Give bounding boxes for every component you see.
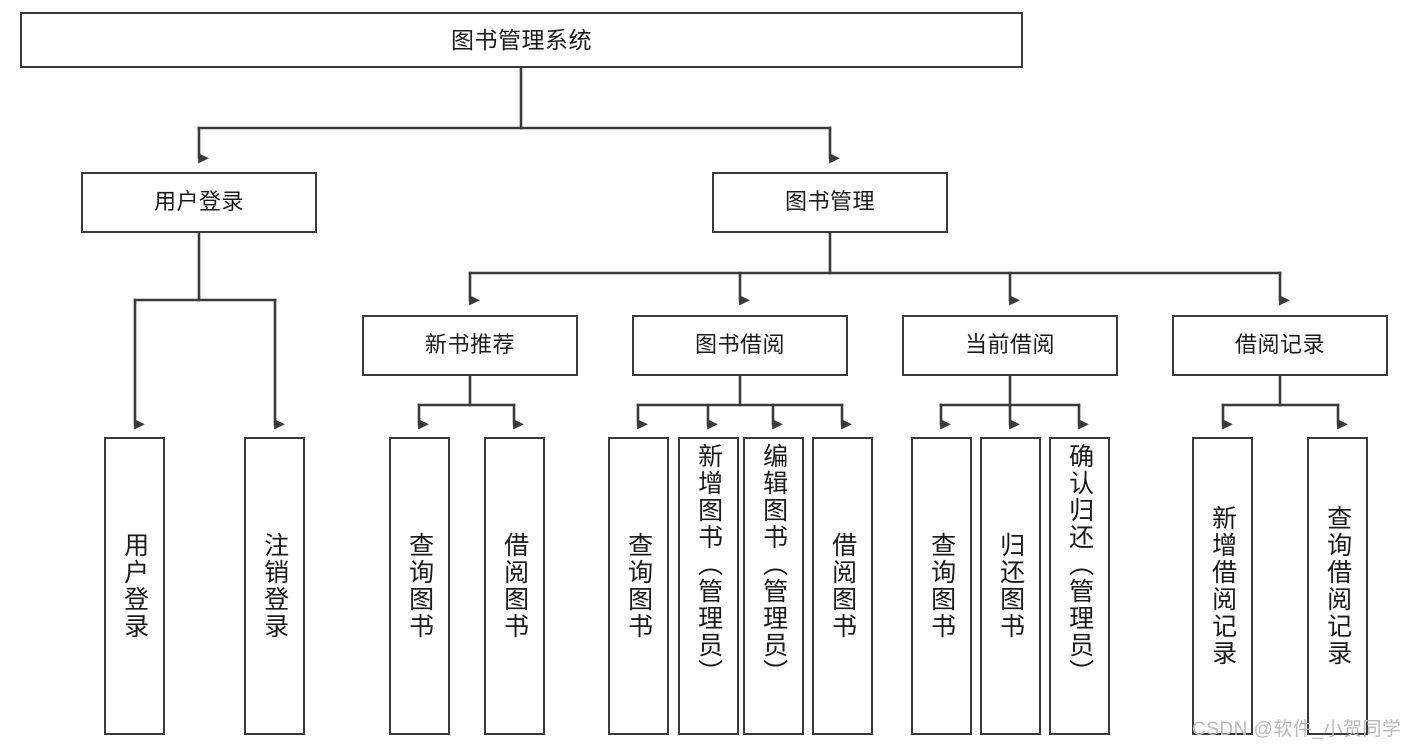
leaf-add-borrow-record[interactable]: 新增借阅记录: [1192, 437, 1253, 735]
leaf-return-book[interactable]: 归还图书: [980, 437, 1041, 735]
node-label: 借阅记录: [1234, 332, 1325, 358]
leaf-add-book-admin[interactable]: 新增图书（管理员）: [678, 437, 739, 735]
leaf-logout[interactable]: 注销登录: [244, 437, 305, 735]
node-label: 查询借阅记录: [1323, 505, 1352, 667]
node-borrow-record[interactable]: 借阅记录: [1172, 315, 1388, 376]
node-label: 查询图书: [927, 532, 956, 640]
leaf-query-book-current[interactable]: 查询图书: [911, 437, 972, 735]
leaf-borrow-book-borrow[interactable]: 借阅图书: [812, 437, 873, 735]
node-book-borrow[interactable]: 图书借阅: [632, 315, 848, 376]
node-current-borrow[interactable]: 当前借阅: [902, 315, 1118, 376]
node-new-book-recommend[interactable]: 新书推荐: [362, 315, 578, 376]
node-label: 注销登录: [260, 532, 289, 640]
node-label: 图书借阅: [694, 332, 785, 358]
node-root-system[interactable]: 图书管理系统: [20, 12, 1023, 68]
leaf-user-login[interactable]: 用户登录: [104, 437, 165, 735]
node-label: 归还图书: [996, 532, 1025, 640]
node-label: 新增图书（管理员）: [694, 443, 723, 686]
node-label: 图书管理: [784, 189, 875, 215]
node-label: 确认归还（管理员）: [1065, 443, 1094, 686]
node-label: 借阅图书: [500, 532, 529, 640]
node-label: 借阅图书: [828, 532, 857, 640]
node-label: 用户登录: [120, 532, 149, 640]
leaf-query-borrow-record[interactable]: 查询借阅记录: [1307, 437, 1368, 735]
node-label: 新增借阅记录: [1208, 505, 1237, 667]
leaf-edit-book-admin[interactable]: 编辑图书（管理员）: [743, 437, 804, 735]
node-label: 查询图书: [624, 532, 653, 640]
node-label: 用户登录: [153, 189, 244, 215]
csdn-watermark: CSDN @软件_小贺同学: [1192, 719, 1402, 740]
node-book-management[interactable]: 图书管理: [712, 172, 948, 233]
node-label: 当前借阅: [964, 332, 1055, 358]
leaf-borrow-book-recommend[interactable]: 借阅图书: [484, 437, 545, 735]
node-label: 图书管理系统: [451, 26, 592, 53]
leaf-query-book-recommend[interactable]: 查询图书: [389, 437, 450, 735]
node-label: 查询图书: [405, 532, 434, 640]
node-user-login[interactable]: 用户登录: [81, 172, 317, 233]
node-label: 新书推荐: [424, 332, 515, 358]
leaf-query-book-borrow[interactable]: 查询图书: [608, 437, 669, 735]
leaf-confirm-return-admin[interactable]: 确认归还（管理员）: [1049, 437, 1110, 735]
node-label: 编辑图书（管理员）: [759, 443, 788, 686]
